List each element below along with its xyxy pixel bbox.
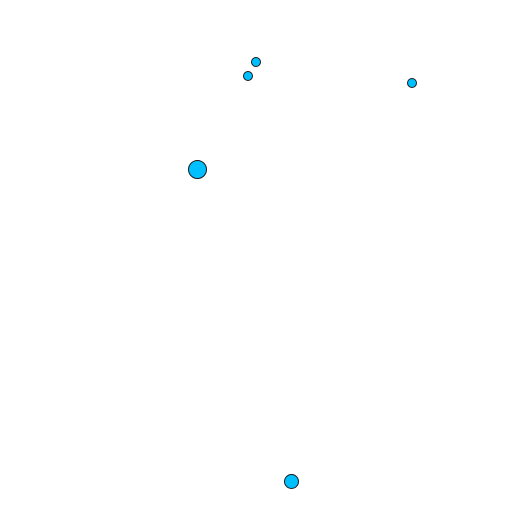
map-marker-4[interactable]: [188, 160, 207, 179]
map-marker-3[interactable]: [407, 78, 417, 88]
map-marker-5[interactable]: [284, 474, 299, 489]
map-marker-1[interactable]: [251, 57, 261, 67]
map-marker-2[interactable]: [243, 71, 253, 81]
